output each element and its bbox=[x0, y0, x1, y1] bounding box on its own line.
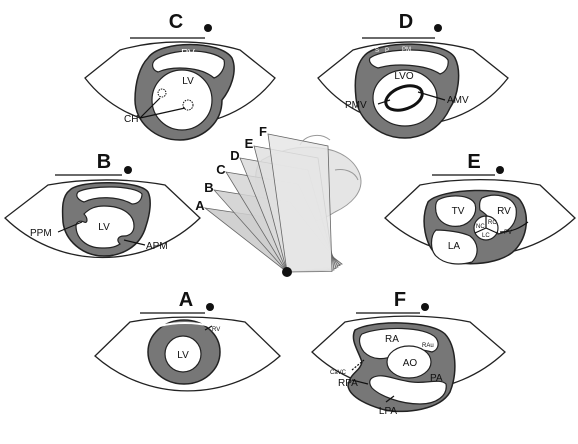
panel-b-rv-cavity bbox=[76, 186, 143, 205]
panel-d-pmv-leader bbox=[377, 99, 391, 105]
panel-e-rv-label: RV bbox=[497, 206, 511, 217]
panel-e-nc-label: NC bbox=[476, 224, 485, 230]
scan-plane-label-c: C bbox=[216, 162, 226, 177]
panel-a-lv-cavity bbox=[164, 335, 202, 373]
panel-f-letter: F bbox=[394, 289, 406, 311]
panel-d-p-label: P bbox=[385, 48, 389, 54]
panel-a-probe-dot bbox=[206, 303, 214, 311]
panel-f-rpa-label: RPA bbox=[338, 378, 358, 389]
panel-d: D LVO RVO PM S P PMV AMV bbox=[317, 11, 509, 139]
panel-d-mitral-orifice bbox=[384, 84, 424, 112]
panel-a-rv-label: RV bbox=[212, 327, 220, 333]
panel-d-rv-cavity bbox=[368, 49, 449, 75]
panel-e-cusp-line-2 bbox=[474, 227, 487, 234]
panel-d-pm-label: PM bbox=[402, 47, 411, 53]
scan-plane-label-a: A bbox=[195, 198, 205, 213]
fan-apex-transducer bbox=[282, 267, 292, 277]
panel-c-chord-1 bbox=[157, 88, 167, 98]
panel-b: B RV LV PPM APM bbox=[4, 151, 201, 259]
panel-f-ao-label: AO bbox=[403, 358, 418, 369]
panel-f-pa-cavity bbox=[369, 375, 447, 405]
panel-d-amv-label: AMV bbox=[447, 95, 469, 106]
panel-d-amv-leader bbox=[417, 91, 446, 101]
scan-plane-label-f: F bbox=[259, 124, 267, 139]
panel-b-apm-label: APM bbox=[146, 241, 168, 252]
panel-a-rv-leader bbox=[204, 325, 213, 331]
panel-d-s-label: S bbox=[375, 48, 379, 54]
scan-plane-label-b: B bbox=[204, 180, 213, 195]
panel-f-rpa-leader bbox=[351, 379, 369, 385]
panel-c-chord-2 bbox=[182, 99, 194, 111]
panel-f-lpa-leader bbox=[385, 395, 395, 403]
panel-e-probe-dot bbox=[496, 166, 504, 174]
panel-b-ppm-leader bbox=[57, 221, 83, 233]
panel-f-svc-label: CaVC bbox=[330, 370, 347, 376]
panel-e-cusp-line-3 bbox=[485, 227, 498, 234]
panel-f-ra-label: RA bbox=[385, 334, 399, 345]
panel-f-pa-label: PA bbox=[430, 373, 443, 384]
panel-c-ch-label: CH bbox=[124, 114, 138, 125]
panel-a-rv-cavity bbox=[159, 322, 211, 327]
panel-d-letter: D bbox=[399, 11, 413, 33]
panel-b-probe-dot bbox=[124, 166, 132, 174]
scan-plane-label-d: D bbox=[230, 148, 239, 163]
panel-e-lc-label: LC bbox=[482, 233, 490, 239]
panel-f-probe-dot bbox=[421, 303, 429, 311]
panel-c-lv-label: LV bbox=[182, 76, 194, 87]
panel-f-lpa-label: LPA bbox=[379, 406, 397, 417]
panel-e-rv-cavity bbox=[479, 194, 517, 235]
panel-c-ch-leader-2 bbox=[139, 107, 186, 119]
panel-c-lv-cavity bbox=[151, 69, 213, 131]
panel-c-ch-leader-1 bbox=[139, 97, 161, 119]
panel-b-lv-label: LV bbox=[98, 222, 110, 233]
panel-e-tv-label: TV bbox=[452, 206, 465, 217]
panel-e: E TV RV LA NC RC LC PV bbox=[384, 151, 576, 265]
panel-e-rc-label: RC bbox=[488, 220, 497, 226]
panel-c: C RV LV CH bbox=[84, 11, 276, 141]
panel-a-lv-label: LV bbox=[177, 350, 189, 361]
panel-f-svc-leader bbox=[351, 359, 365, 371]
panel-b-ppm-label: PPM bbox=[30, 228, 52, 239]
panel-e-letter: E bbox=[467, 151, 480, 173]
panel-a: A RV LV bbox=[94, 289, 281, 392]
panel-d-pmv-label: PMV bbox=[345, 100, 367, 111]
panel-d-rvo-label: RVO bbox=[432, 63, 445, 69]
panel-d-lvo-label: LVO bbox=[394, 71, 413, 82]
panel-c-rv-cavity bbox=[152, 50, 225, 79]
scan-plane-label-e: E bbox=[245, 136, 254, 151]
panel-c-letter: C bbox=[169, 11, 183, 33]
panel-c-rv-label: RV bbox=[181, 48, 195, 59]
panel-f-rau-label: RAu bbox=[422, 343, 434, 349]
panel-e-ra-cavity bbox=[435, 195, 477, 227]
panel-a-letter: A bbox=[179, 289, 193, 311]
panel-b-apm-leader bbox=[123, 239, 146, 246]
panel-e-la-cavity bbox=[430, 229, 478, 265]
panel-d-probe-dot bbox=[434, 24, 442, 32]
scan-plane-f bbox=[267, 133, 333, 273]
panel-b-letter: B bbox=[97, 151, 111, 173]
panel-b-rv-label: RV bbox=[100, 192, 108, 198]
panel-c-probe-dot bbox=[204, 24, 212, 32]
panel-e-pv-label: PV bbox=[504, 230, 512, 236]
panel-f: F RA AO RAu PA CaVC RPA LPA bbox=[311, 289, 506, 417]
panel-e-la-label: LA bbox=[448, 241, 461, 252]
panel-e-pv-leader bbox=[499, 221, 529, 233]
panel-f-aorta bbox=[386, 345, 432, 379]
panel-b-lv-cavity bbox=[75, 205, 135, 249]
